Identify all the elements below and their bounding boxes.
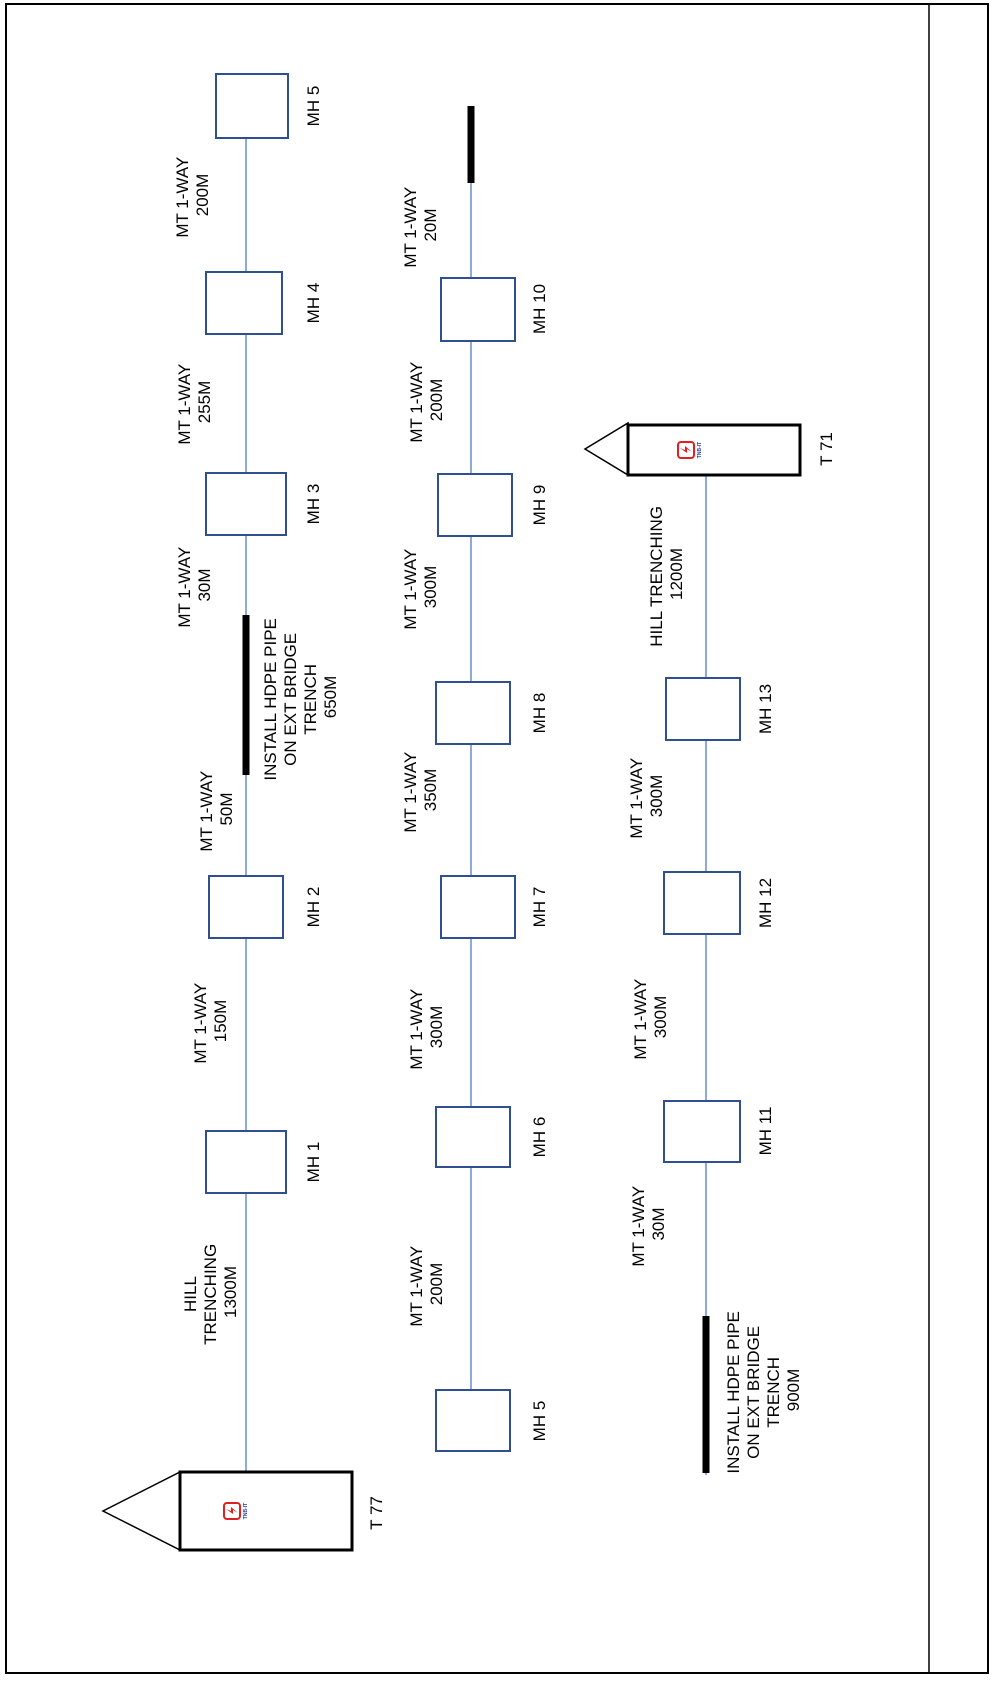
terminal-t77-body xyxy=(178,1470,354,1552)
row2-manhole-8 xyxy=(435,681,511,745)
row3-manhole-11 xyxy=(663,1100,741,1163)
terminal-t77-arrow xyxy=(101,1470,181,1552)
segment-label: INSTALL HDPE PIPE ON EXT BRIDGE TRENCH 6… xyxy=(261,613,340,780)
terminal-t71: TNB-IT T 71 xyxy=(583,421,836,477)
segment-label: MT 1-WAY 300M xyxy=(627,753,666,838)
terminal-t71-logo-text: TNB-IT xyxy=(697,442,703,458)
segment-label: MT 1-WAY 50M xyxy=(197,766,236,851)
segment-label: MT 1-WAY 300M xyxy=(401,544,440,629)
segment-label: HILL TRENCHING 1300M xyxy=(181,1239,240,1345)
terminal-t77: TNB-IT T 77 xyxy=(101,1470,386,1552)
manhole-label: MH 3 xyxy=(304,484,323,525)
row2-manhole-7 xyxy=(440,875,516,939)
manhole-label: MH 4 xyxy=(304,283,323,324)
segment-label: MT 1-WAY 20M xyxy=(401,182,440,267)
manhole-label: MH 6 xyxy=(530,1117,549,1158)
row2-manhole-6 xyxy=(435,1106,511,1168)
row3-manhole-12 xyxy=(663,871,741,935)
manhole-label: MH 7 xyxy=(530,887,549,928)
manhole-label: MH 12 xyxy=(756,878,775,928)
row2-manhole-9 xyxy=(437,473,513,537)
manhole-label: MH 1 xyxy=(304,1142,323,1183)
segment-label: MT 1-WAY 255M xyxy=(175,359,214,444)
terminal-t71-arrow xyxy=(583,421,629,477)
row1-manhole-3 xyxy=(205,472,287,536)
manhole-label: MH 5 xyxy=(304,86,323,127)
tnb-logo-icon: TNB-IT xyxy=(677,441,703,459)
row3-manhole-13 xyxy=(665,677,741,741)
segment-label: MT 1-WAY 300M xyxy=(631,974,670,1059)
manhole-label: MH 8 xyxy=(530,693,549,734)
manhole-label: MH 13 xyxy=(756,684,775,734)
segment-label: MT 1-WAY 300M xyxy=(407,984,446,1069)
terminal-t77-logo-text: TNB-IT xyxy=(243,1503,249,1519)
row1-manhole-4 xyxy=(205,271,283,335)
segment-label: MT 1-WAY 200M xyxy=(407,1241,446,1326)
terminal-t71-body xyxy=(626,423,802,477)
segment-label: INSTALL HDPE PIPE ON EXT BRIDGE TRENCH 9… xyxy=(724,1306,803,1473)
row2-manhole-10 xyxy=(440,277,516,342)
segment-label: MT 1-WAY 30M xyxy=(175,542,214,627)
manhole-label: MH 5 xyxy=(530,1401,549,1442)
segment-label: MT 1-WAY 200M xyxy=(407,357,446,442)
segment-label: MT 1-WAY 150M xyxy=(191,978,230,1063)
manhole-label: MH 2 xyxy=(304,887,323,928)
row2-manhole-5 xyxy=(435,1389,511,1452)
segment-label: MT 1-WAY 30M xyxy=(629,1181,668,1266)
segment-label: HILL TRENCHING 1200M xyxy=(647,501,686,646)
row1-manhole-1 xyxy=(205,1130,287,1194)
segment-label: MT 1-WAY 350M xyxy=(401,747,440,832)
row1-manhole-2 xyxy=(208,875,284,939)
row1-manhole-5 xyxy=(215,73,289,139)
terminal-t77-label: T 77 xyxy=(367,1496,386,1530)
segment-label: MT 1-WAY 200M xyxy=(173,152,212,237)
manhole-label: MH 9 xyxy=(530,485,549,526)
terminal-t71-label: T 71 xyxy=(817,432,836,466)
page-border xyxy=(5,3,989,1674)
manhole-label: MH 11 xyxy=(756,1107,775,1156)
tnb-logo-icon: TNB-IT xyxy=(223,1502,249,1520)
manhole-label: MH 10 xyxy=(530,284,549,334)
